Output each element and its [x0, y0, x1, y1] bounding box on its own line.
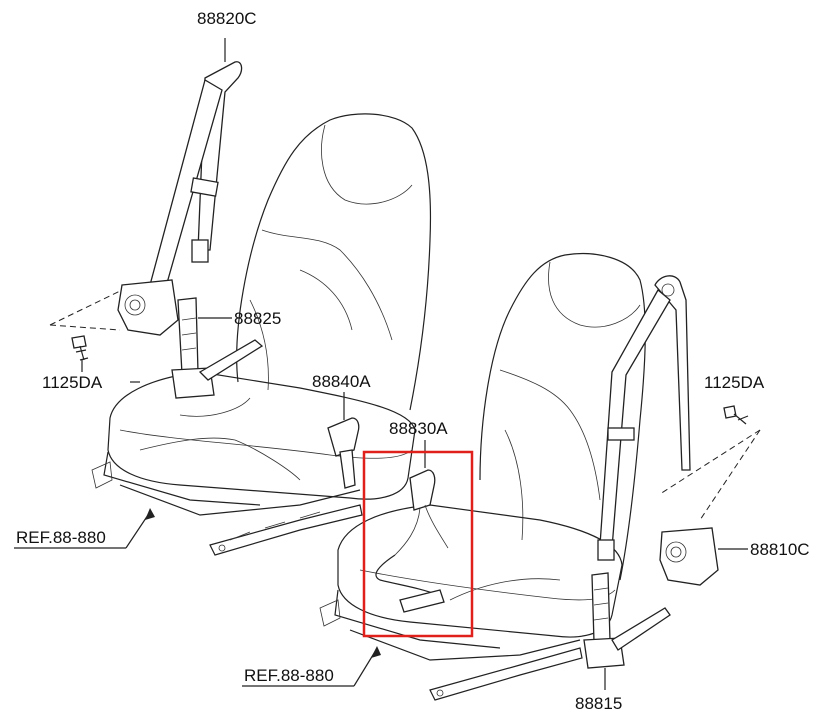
label-88840A: 88840A — [312, 372, 371, 391]
part-88825-buckle — [171, 297, 264, 399]
label-88820C: 88820C — [197, 9, 257, 28]
label-88830A: 88830A — [389, 419, 448, 438]
right-seat — [319, 252, 646, 701]
ref-arrow-right — [242, 646, 381, 687]
label-88815: 88815 — [575, 694, 622, 713]
part-88830A-buckle — [375, 440, 449, 613]
label-88810C: 88810C — [750, 540, 810, 559]
label-88825: 88825 — [234, 309, 281, 328]
label-1125DA-right: 1125DA — [704, 373, 765, 392]
part-1125DA-bolt-left — [49, 289, 123, 372]
left-seat — [91, 113, 432, 556]
highlight-box — [362, 450, 474, 638]
ref-arrow-left — [14, 508, 155, 549]
part-1125DA-bolt-right — [659, 405, 761, 521]
part-88840A-buckle — [327, 392, 360, 489]
label-ref-right: REF.88-880 — [244, 666, 334, 685]
part-88815-buckle — [583, 572, 671, 690]
part-88820C-retractor — [117, 38, 243, 336]
label-1125DA-left: 1125DA — [42, 373, 103, 392]
part-88810C-retractor — [597, 275, 748, 586]
label-ref-left: REF.88-880 — [16, 528, 106, 547]
